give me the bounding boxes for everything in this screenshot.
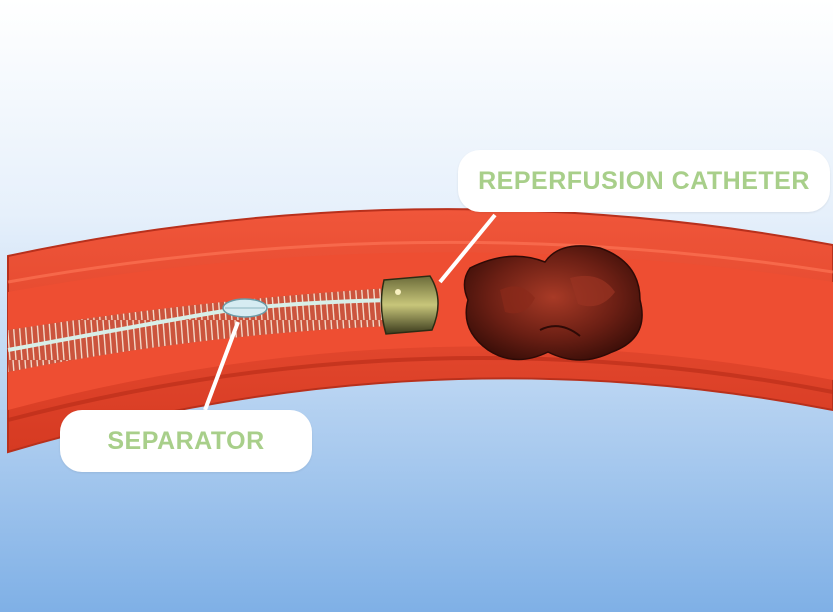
separator-label: SEPARATOR <box>60 410 312 472</box>
tip-highlight <box>395 289 401 295</box>
catheter-tip <box>381 276 438 334</box>
reperfusion-catheter-text: REPERFUSION CATHETER <box>478 167 810 196</box>
blood-clot <box>464 246 642 360</box>
reperfusion-catheter-label: REPERFUSION CATHETER <box>458 150 830 212</box>
separator-text: SEPARATOR <box>107 427 264 456</box>
